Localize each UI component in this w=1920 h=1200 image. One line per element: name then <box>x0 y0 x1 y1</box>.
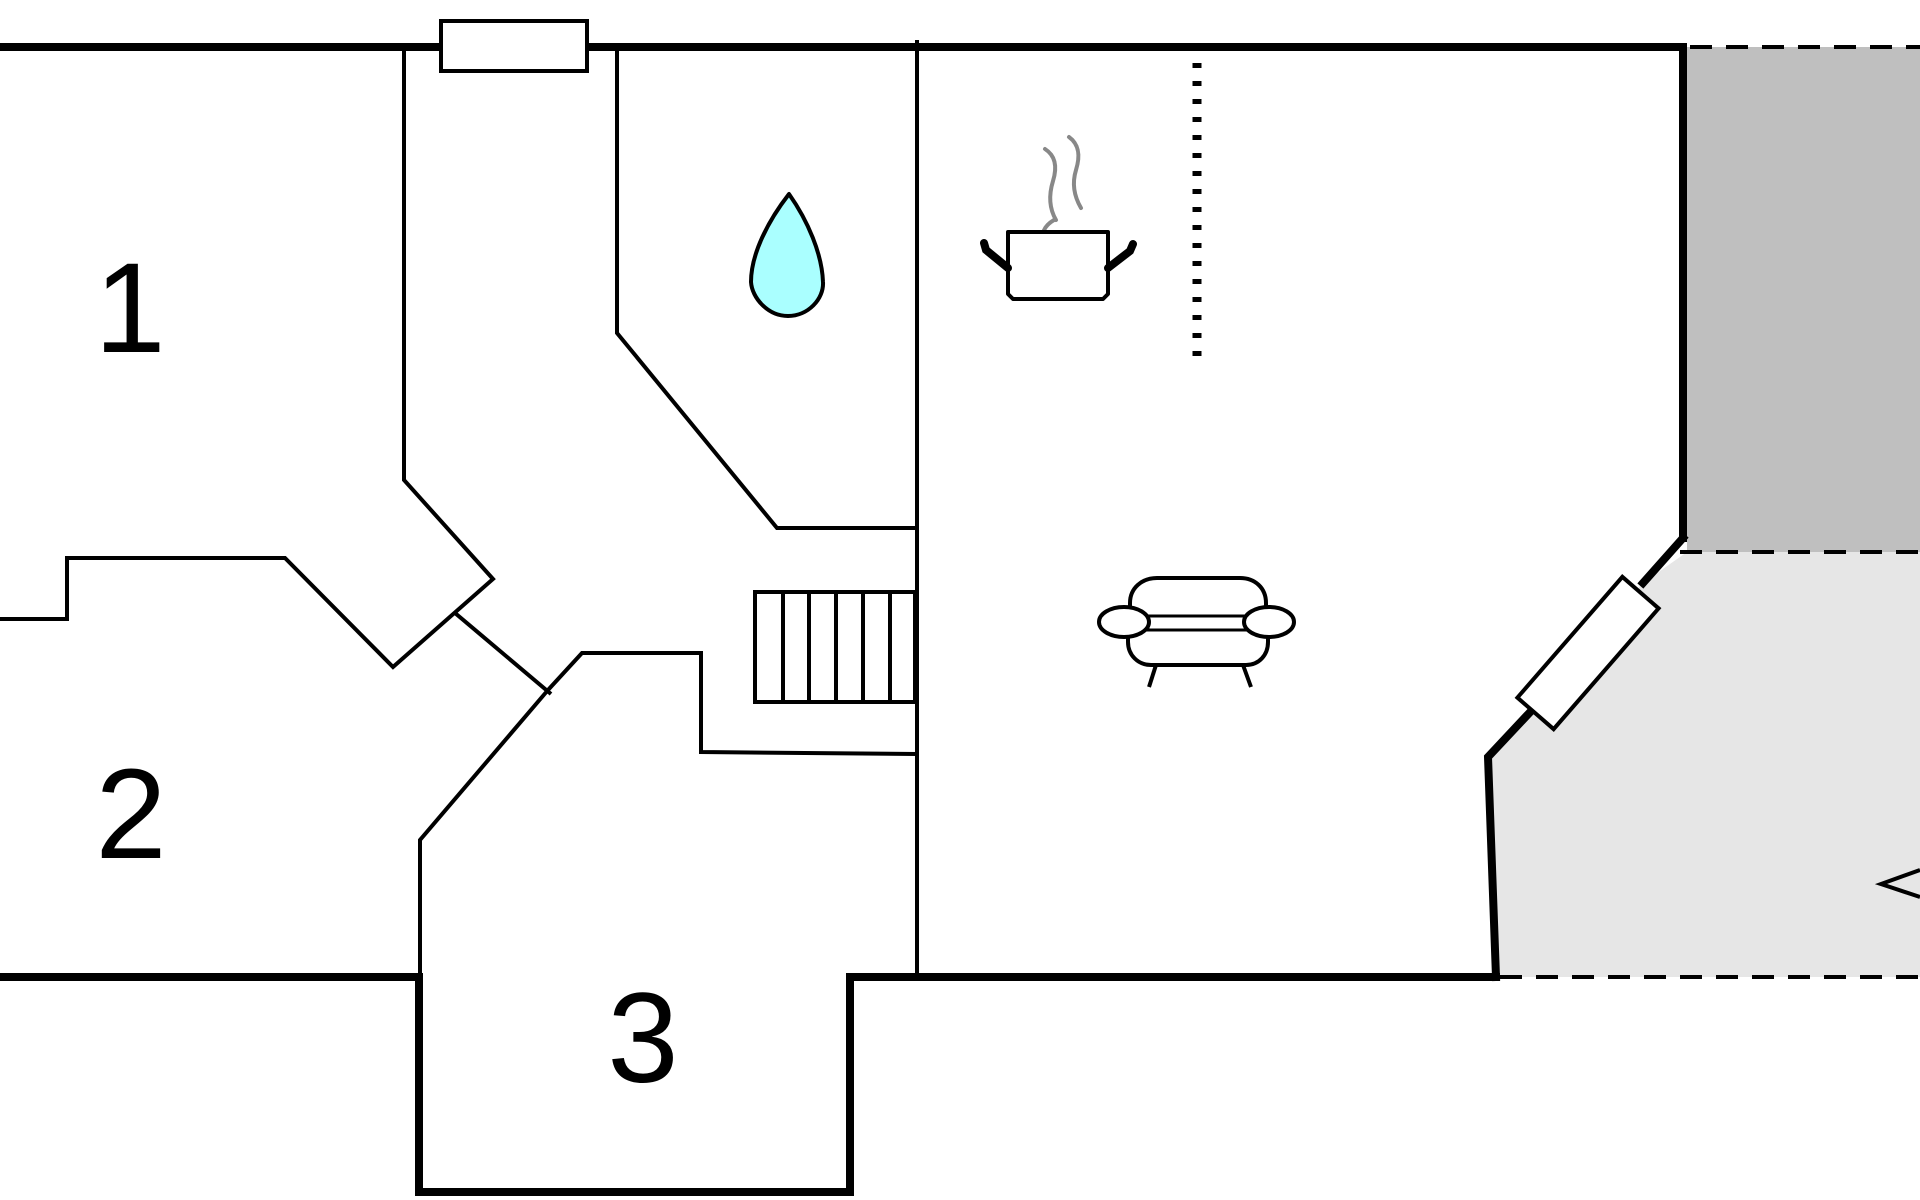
covered-terrace <box>1687 47 1920 552</box>
outer-walls <box>0 43 1689 1196</box>
stairs-icon <box>753 590 917 704</box>
living-room-sofa-icon <box>1097 576 1296 688</box>
room-number-2: 2 <box>95 743 166 886</box>
open-terrace <box>1488 552 1920 977</box>
interior-walls <box>0 40 919 977</box>
bathroom-water-drop-icon <box>749 192 825 318</box>
door-icon <box>1514 574 1662 732</box>
room-number-3: 3 <box>607 967 678 1110</box>
terrace-arrow-icon <box>1874 868 1920 899</box>
room-number-1: 1 <box>94 237 165 380</box>
kitchen-cooking-pot-icon <box>980 135 1137 301</box>
window-icon <box>439 19 589 73</box>
terrace-outline <box>1500 45 1920 979</box>
